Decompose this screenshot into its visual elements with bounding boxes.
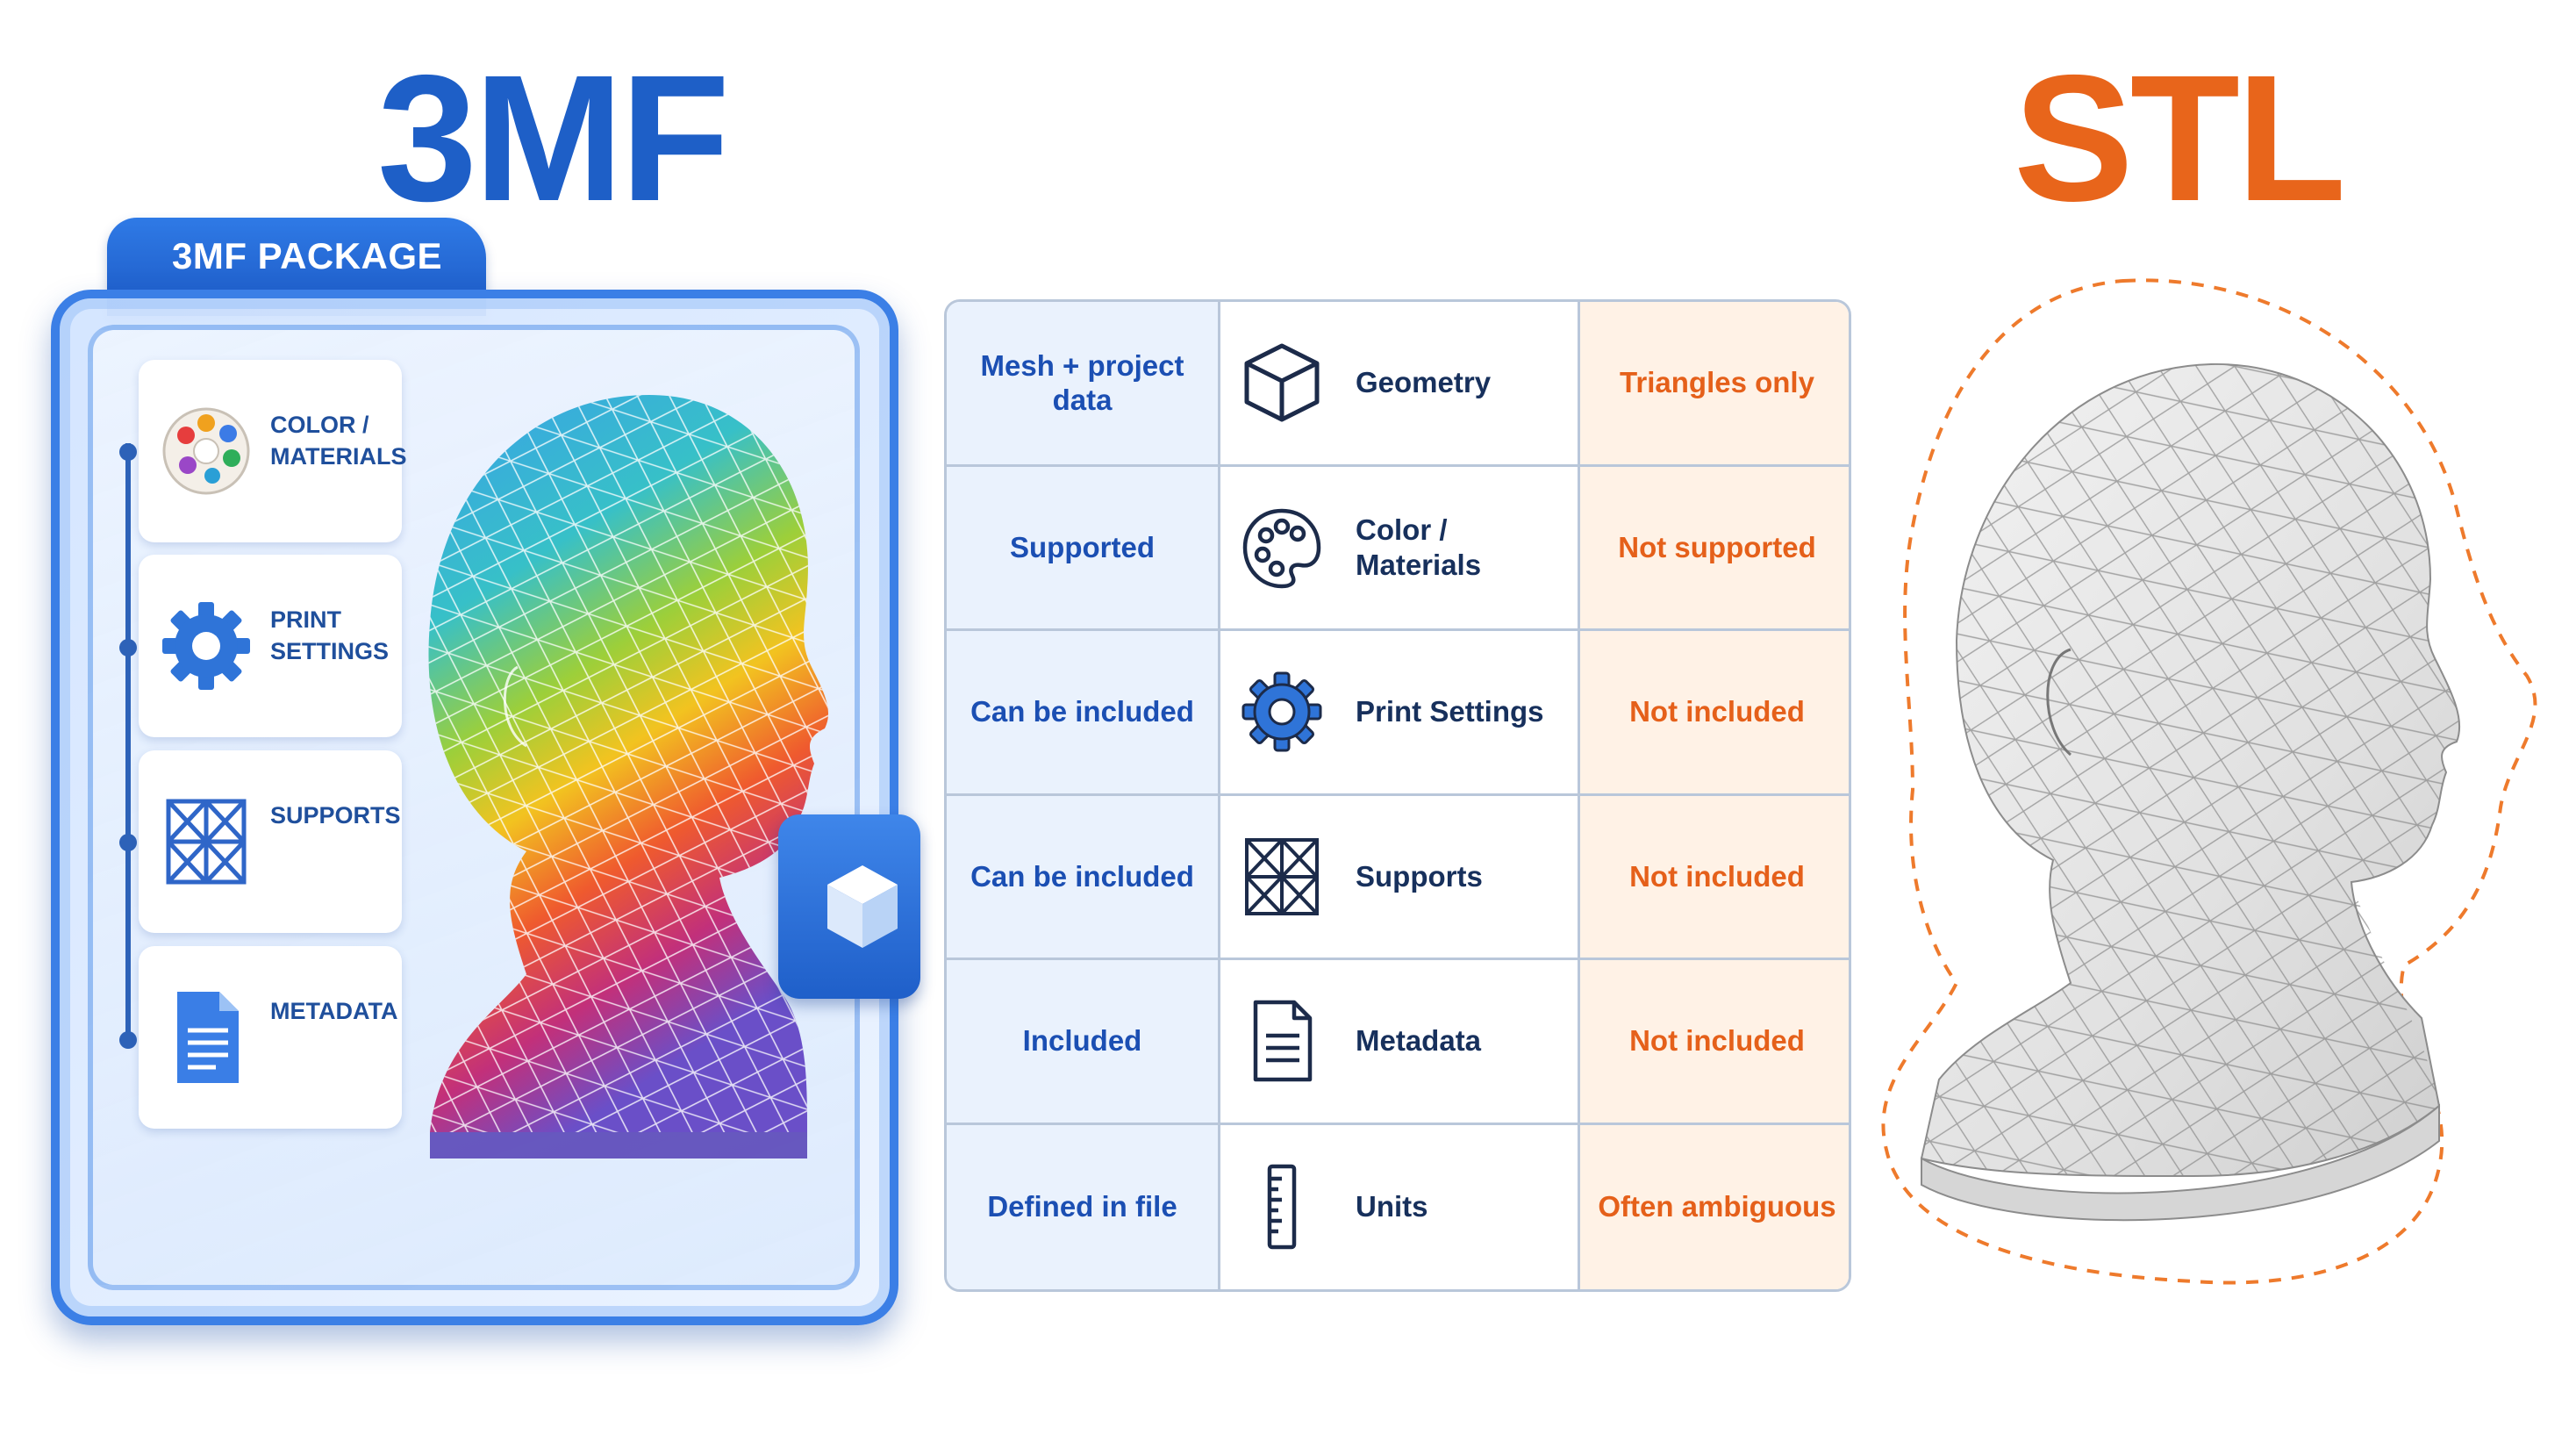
package-card-supports: SUPPORTS — [139, 750, 402, 933]
spine-dot — [119, 1031, 137, 1049]
feature-label: Geometry — [1356, 366, 1492, 399]
package-card-label: COLOR / MATERIALS — [270, 412, 407, 470]
package-spine — [125, 443, 131, 1040]
cell-3mf-print-settings: Can be included — [947, 631, 1220, 796]
palette-icon — [1242, 508, 1321, 589]
package-card-metadata: METADATA — [139, 946, 402, 1129]
grey-mesh-head-model — [1881, 278, 2537, 1285]
package-card-label: PRINT SETTINGS — [270, 606, 390, 665]
spine-dot — [119, 834, 137, 851]
gear-icon — [1241, 671, 1322, 752]
cell-stl-color-materials: Not supported — [1580, 466, 1849, 631]
title-stl: STL — [2014, 38, 2346, 239]
cell-stl-geometry: Triangles only — [1580, 302, 1849, 467]
cell-feature-metadata: Metadata — [1220, 960, 1580, 1125]
cell-3mf-geometry: Mesh + project data — [947, 302, 1220, 467]
spine-dot — [119, 639, 137, 656]
colored-mesh-head-model — [428, 395, 829, 1158]
cube-icon — [827, 865, 898, 948]
feature-label: Color / Materials — [1356, 513, 1482, 581]
head-mesh — [1920, 362, 2461, 1222]
ruler-icon — [1267, 1165, 1297, 1250]
cell-stl-metadata: Not included — [1580, 960, 1849, 1125]
package-card-print-settings: PRINT SETTINGS — [139, 555, 402, 737]
gear-icon — [162, 602, 250, 690]
cell-stl-print-settings: Not included — [1580, 631, 1849, 796]
cell-3mf-metadata: Included — [947, 960, 1220, 1125]
cell-3mf-color-materials: Supported — [947, 466, 1220, 631]
cell-stl-supports: Not included — [1580, 795, 1849, 960]
cell-stl-units: Often ambiguous — [1580, 1124, 1849, 1289]
feature-label: Supports — [1356, 859, 1483, 893]
cell-3mf-supports: Can be included — [947, 795, 1220, 960]
document-icon — [1253, 1001, 1313, 1082]
cell-feature-color-materials: Color / Materials — [1220, 466, 1580, 631]
cell-3mf-units: Defined in file — [947, 1124, 1220, 1289]
package-card-label: SUPPORTS — [270, 802, 401, 829]
feature-label: Print Settings — [1356, 695, 1544, 728]
feature-label: Metadata — [1356, 1024, 1482, 1058]
cube-icon — [1244, 343, 1320, 422]
feature-label: Units — [1356, 1190, 1428, 1223]
comparison-table: Mesh + project data Geometry Triangles o… — [944, 299, 1851, 1292]
supports-lattice-icon — [166, 799, 247, 885]
spine-dot — [119, 443, 137, 461]
package-card-label: METADATA — [270, 998, 398, 1024]
cell-feature-geometry: Geometry — [1220, 302, 1580, 467]
supports-lattice-icon — [1245, 837, 1319, 915]
package-card-color-materials: COLOR / MATERIALS — [139, 360, 407, 542]
title-3mf: 3MF — [377, 38, 730, 239]
package-tab-label: 3MF PACKAGE — [172, 235, 443, 276]
palette-icon — [162, 407, 250, 495]
document-icon — [177, 992, 239, 1083]
cell-feature-units: Units — [1220, 1124, 1580, 1289]
cell-feature-print-settings: Print Settings — [1220, 631, 1580, 796]
cell-feature-supports: Supports — [1220, 795, 1580, 960]
